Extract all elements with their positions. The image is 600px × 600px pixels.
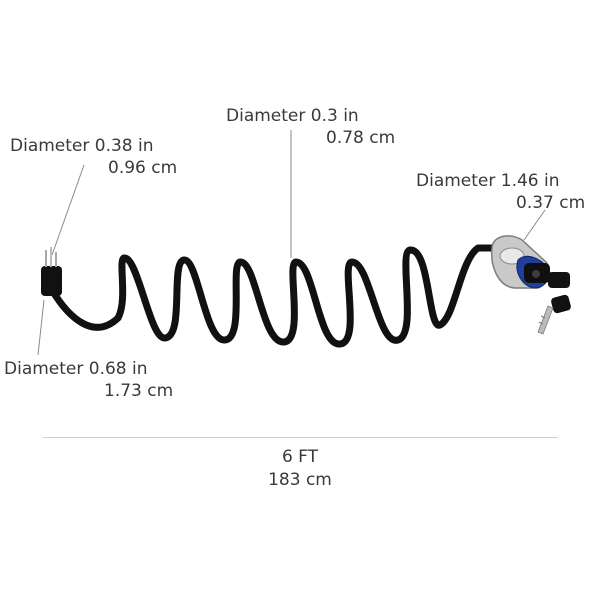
callout-coil-diameter: Diameter 0.3 in 0.78 cm <box>226 105 395 149</box>
length-metric: 183 cm <box>268 470 332 490</box>
length-imperial: 6 FT <box>281 447 319 467</box>
callout-head-diameter: Diameter 1.46 in 0.37 cm <box>416 170 585 214</box>
callout-coil-metric: 0.78 cm <box>326 128 396 148</box>
callout-head-metric: 0.37 cm <box>516 193 586 213</box>
tip-leader-line <box>51 164 85 256</box>
head-leader-line <box>523 209 546 241</box>
length-dimension-line <box>43 437 558 438</box>
callout-coil-imperial: Diameter 0.3 in <box>226 106 359 126</box>
callout-base-metric: 1.73 cm <box>104 381 174 401</box>
callout-base-imperial: Diameter 0.68 in <box>4 359 148 379</box>
cable-end-loop <box>41 247 62 296</box>
lock-head <box>490 235 550 289</box>
callout-tip-imperial: Diameter 0.38 in <box>10 136 154 156</box>
total-length-label: 6 FT 183 cm <box>0 446 600 492</box>
callout-tip-diameter: Diameter 0.38 in 0.96 cm <box>10 135 177 179</box>
keys-icon <box>537 272 571 335</box>
callout-base-diameter: Diameter 0.68 in 1.73 cm <box>4 358 173 402</box>
coiled-cable <box>48 244 499 348</box>
base-leader-line <box>37 299 45 356</box>
callout-head-imperial: Diameter 1.46 in <box>416 171 560 191</box>
callout-tip-metric: 0.96 cm <box>108 158 178 178</box>
